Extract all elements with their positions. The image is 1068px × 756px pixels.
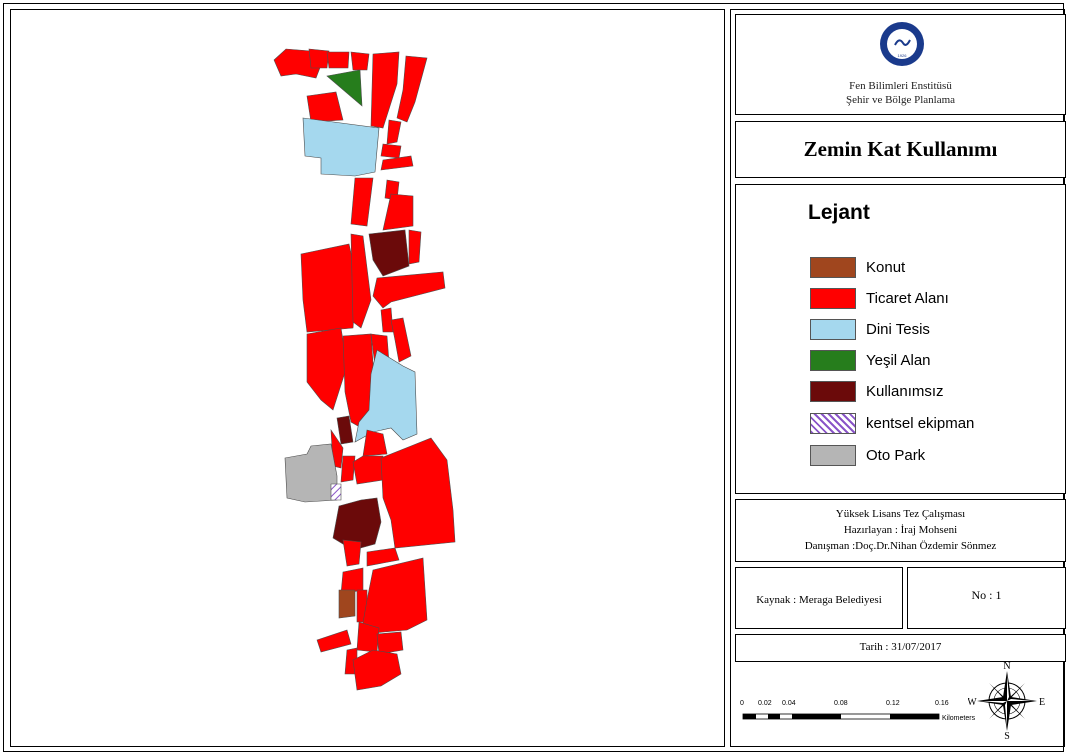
parcel-vacant[interactable] (368, 229, 410, 277)
map-title: Zemin Kat Kullanımı (803, 137, 998, 161)
map-number: No : 1 (971, 588, 1002, 602)
legend-item-oto-park: Oto Park (810, 443, 925, 467)
parcel-vacant[interactable] (336, 415, 354, 445)
parcel-commercial[interactable] (382, 193, 414, 231)
scale-tick: 0.16 (935, 700, 949, 707)
legend-item-ticaret: Ticaret Alanı (810, 286, 949, 310)
compass-east: E (1039, 697, 1045, 708)
thesis-type: Yüksek Lisans Tez Çalışması (835, 508, 966, 520)
legend-label: Dini Tesis (866, 320, 930, 338)
legend-panel: Lejant Konut Ticaret Alanı Dini Tesis Ye… (735, 184, 1066, 494)
parcel-equipment[interactable] (330, 483, 342, 501)
header-panel: 1926 Fen Bilimleri Enstitüsü Şehir ve Bö… (735, 14, 1066, 115)
parcel-commercial[interactable] (306, 327, 348, 411)
parcel-parking[interactable] (284, 443, 338, 503)
department-name: Şehir ve Bölge Planlama (845, 94, 956, 106)
parcel-commercial[interactable] (386, 119, 402, 145)
legend-item-konut: Konut (810, 255, 905, 279)
legend-swatch-ticaret (810, 287, 856, 309)
parcel-commercial[interactable] (273, 48, 322, 79)
legend-item-kentsel-ekipman: kentsel ekipman (810, 411, 974, 435)
legend-label: Konut (866, 258, 906, 276)
institute-name: Fen Bilimleri Enstitüsü (849, 80, 952, 92)
parcel-commercial[interactable] (372, 271, 446, 309)
parcel-commercial[interactable] (380, 307, 394, 333)
date-text: Tarih : 31/07/2017 (859, 641, 942, 653)
parcel-commercial[interactable] (350, 233, 372, 329)
legend-swatch-yesil-alan (810, 349, 856, 371)
parcel-commercial[interactable] (352, 649, 402, 691)
parcel-commercial[interactable] (352, 455, 384, 485)
scale-tick: 0.12 (886, 700, 900, 707)
parcel-commercial[interactable] (350, 177, 374, 227)
compass-south: S (1004, 731, 1010, 740)
legend-swatch-dini-tesis (810, 318, 856, 340)
parcel-commercial[interactable] (342, 539, 362, 567)
compass-north: N (1003, 662, 1010, 672)
legend-swatch-konut (810, 256, 856, 278)
parcel-commercial[interactable] (300, 243, 358, 333)
parcel-commercial[interactable] (362, 429, 388, 457)
legend-label: Yeşil Alan (866, 351, 931, 369)
parcel-commercial[interactable] (360, 557, 428, 635)
thesis-panel: Yüksek Lisans Tez Çalışması Hazırlayan :… (735, 499, 1066, 562)
logo-year: 1926 (898, 53, 908, 58)
map-svg (273, 48, 456, 691)
date-panel: Tarih : 31/07/2017 (735, 634, 1066, 662)
university-logo-icon: 1926 (880, 22, 924, 66)
map-view[interactable] (10, 9, 725, 747)
number-panel: No : 1 (907, 567, 1066, 629)
parcel-commercial[interactable] (380, 155, 414, 171)
scale-tick: 0.04 (782, 700, 796, 707)
legend-swatch-oto-park (810, 444, 856, 466)
parcel-commercial[interactable] (408, 229, 422, 265)
parcel-commercial[interactable] (366, 547, 400, 567)
parcel-religious[interactable] (354, 349, 418, 443)
parcel-commercial[interactable] (380, 437, 456, 549)
parcel-religious[interactable] (302, 117, 380, 177)
compass-rose-icon: N S W E (968, 662, 1045, 740)
legend-swatch-kentsel-ekipman (810, 412, 856, 434)
title-panel: Zemin Kat Kullanımı (735, 121, 1066, 178)
parcel-commercial[interactable] (306, 91, 344, 123)
source-text: Kaynak : Meraga Belediyesi (756, 594, 882, 606)
parcel-commercial[interactable] (376, 631, 404, 655)
legend-heading: Lejant (808, 201, 870, 224)
scale-tick: 0 (740, 700, 744, 707)
scale-bar: 0 0.02 0.04 0.08 0.12 0.16 Kilometers (735, 700, 995, 730)
legend-label: Kullanımsız (866, 382, 944, 400)
scale-bar-graphic (742, 713, 940, 720)
parcel-commercial[interactable] (396, 55, 428, 123)
legend-item-yesil-alan: Yeşil Alan (810, 348, 931, 372)
parcel-commercial[interactable] (380, 143, 402, 159)
parcel-commercial[interactable] (308, 48, 330, 69)
legend-item-dini-tesis: Dini Tesis (810, 317, 930, 341)
compass-west: W (968, 697, 977, 708)
scale-tick: 0.02 (758, 700, 772, 707)
thesis-author: Hazırlayan : İraj Mohseni (843, 524, 958, 536)
parcel-commercial[interactable] (316, 629, 352, 653)
parcel-commercial[interactable] (390, 317, 412, 363)
legend-swatch-kullanimsiz (810, 380, 856, 402)
thesis-advisor: Danışman :Doç.Dr.Nihan Özdemir Sönmez (804, 540, 997, 552)
legend-item-kullanimsiz: Kullanımsız (810, 379, 944, 403)
parcel-commercial[interactable] (340, 455, 356, 483)
institute-text: Fen Bilimleri Enstitüsü Şehir ve Bölge P… (736, 79, 1065, 107)
legend-label: Ticaret Alanı (866, 289, 949, 307)
legend-label: Oto Park (866, 446, 926, 464)
source-panel: Kaynak : Meraga Belediyesi (735, 567, 903, 629)
scale-tick: 0.08 (834, 700, 848, 707)
parcel-commercial[interactable] (370, 51, 400, 129)
parcel-vacant[interactable] (332, 497, 382, 551)
legend-label: kentsel ekipman (866, 414, 975, 432)
scale-unit: Kilometers (942, 715, 976, 722)
parcel-commercial[interactable] (326, 51, 350, 69)
parcel-commercial[interactable] (350, 51, 370, 71)
parcel-residential[interactable] (338, 589, 356, 619)
parcel-green[interactable] (326, 69, 363, 107)
